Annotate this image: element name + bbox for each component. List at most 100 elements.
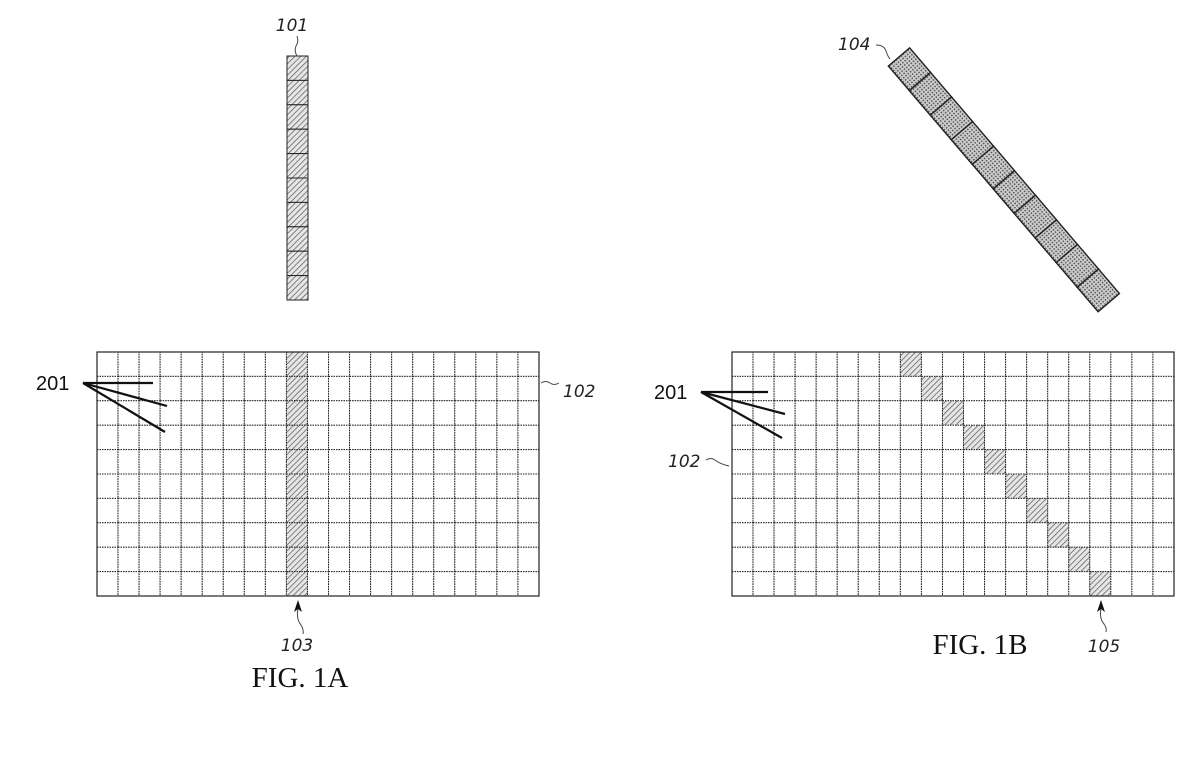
grid-cell [920, 351, 943, 377]
grid-cell [1131, 424, 1154, 451]
grid-cell [963, 351, 986, 377]
grid-cell [159, 449, 182, 475]
grid-cell [96, 522, 119, 548]
grid-cell [370, 522, 393, 548]
grid-cell [370, 546, 393, 573]
grid-cell [920, 497, 943, 524]
grid-cell [454, 473, 477, 499]
grid-cell [138, 546, 161, 573]
grid-cell [222, 497, 245, 524]
grid-cell [349, 375, 372, 402]
grid-cell [306, 571, 330, 597]
grid-cell [370, 571, 393, 597]
grid-cell [370, 351, 393, 377]
grid-cell [1068, 375, 1091, 402]
grid-cell [391, 351, 414, 377]
grid-cell [264, 400, 287, 426]
grid-cell [1131, 375, 1154, 402]
grid-cell [222, 351, 245, 377]
grid-cell [794, 351, 817, 377]
grid-cell [159, 424, 182, 451]
grid-cell [941, 546, 965, 573]
leader-104 [875, 44, 891, 60]
grid-cell [306, 497, 330, 524]
grid-cell [159, 375, 182, 402]
grid-cell [1026, 522, 1049, 548]
grid-cell [201, 571, 224, 597]
grid-cell [243, 351, 266, 377]
grid-cell [475, 522, 498, 548]
grid-cell [878, 351, 901, 377]
grid-cell [138, 449, 161, 475]
grid-cell [243, 424, 266, 451]
grid-cell [391, 449, 414, 475]
grid-cell [1152, 375, 1175, 402]
bar-cell [286, 55, 309, 81]
grid-cell [1152, 522, 1175, 548]
grid-cell [475, 497, 498, 524]
grid-cell [794, 400, 817, 426]
grid-cell [349, 351, 372, 377]
grid-cell [878, 571, 901, 597]
grid-cell [920, 424, 943, 451]
grid-cell [941, 522, 965, 548]
grid-cell [496, 546, 519, 573]
grid-cell [1047, 351, 1070, 377]
grid-cell [815, 522, 838, 548]
shaded-grid-cell [1089, 571, 1112, 597]
grid-cell [96, 400, 119, 426]
grid-cell [815, 400, 838, 426]
grid-cell [899, 571, 922, 597]
grid-cell [836, 546, 859, 573]
shaded-grid-cell [285, 375, 308, 402]
grid-cell [773, 351, 796, 377]
shaded-grid-cell [285, 473, 308, 499]
grid-cell [857, 571, 880, 597]
grid-cell [941, 473, 965, 499]
grid-cell [1089, 497, 1112, 524]
grid-cell [517, 400, 540, 426]
grid-cell [836, 497, 859, 524]
bar-cell [286, 177, 309, 203]
grid-cell [984, 375, 1007, 402]
pixel-grid-102 [731, 351, 1175, 597]
grid-cell [1089, 522, 1112, 548]
grid-cell [794, 522, 817, 548]
grid-cell [243, 449, 266, 475]
bar-cell [286, 275, 309, 301]
grid-cell [836, 375, 859, 402]
grid-cell [222, 571, 245, 597]
grid-cell [899, 400, 922, 426]
label-103: 103 [281, 636, 313, 656]
grid-cell [1152, 449, 1175, 475]
grid-cell [243, 400, 266, 426]
grid-cell [1005, 522, 1028, 548]
grid-cell [1110, 375, 1133, 402]
grid-cell [496, 375, 519, 402]
grid-cell [1047, 473, 1070, 499]
grid-cell [1110, 449, 1133, 475]
grid-cell [1005, 571, 1028, 597]
grid-cell [1089, 449, 1112, 475]
leader-101 [294, 35, 299, 57]
leader-102-b [705, 458, 730, 467]
grid-cell [752, 375, 775, 402]
shaded-grid-cell [285, 546, 308, 573]
grid-cell [454, 571, 477, 597]
grid-cell [794, 497, 817, 524]
grid-cell [984, 571, 1007, 597]
grid-cell [475, 375, 498, 402]
grid-cell [475, 473, 498, 499]
grid-cell [243, 546, 266, 573]
grid-cell [794, 424, 817, 451]
grid-cell [328, 400, 351, 426]
grid-cell [857, 546, 880, 573]
grid-cell [159, 522, 182, 548]
grid-cell [878, 375, 901, 402]
grid-cell [180, 375, 203, 402]
grid-cell [433, 400, 456, 426]
grid-cell [984, 400, 1007, 426]
grid-cell [1047, 571, 1070, 597]
grid-cell [1152, 424, 1175, 451]
grid-cell [878, 546, 901, 573]
